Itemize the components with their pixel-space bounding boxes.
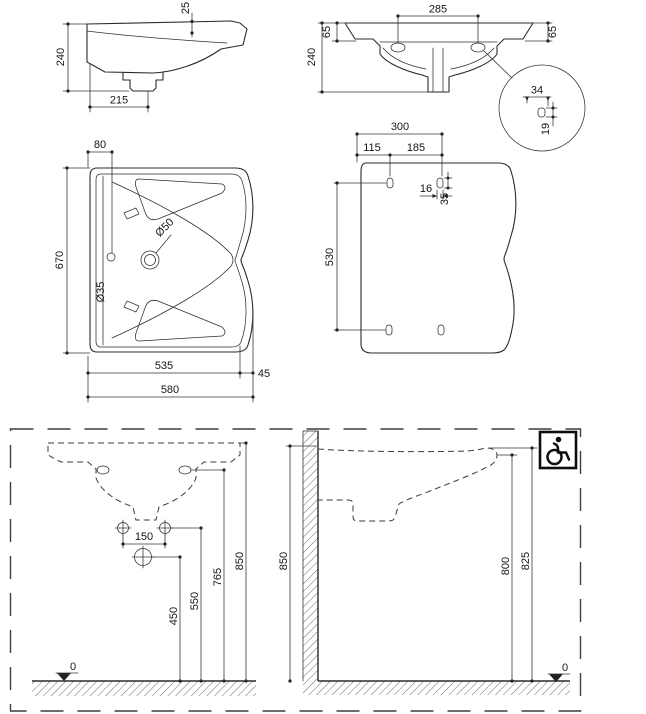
installation-section: 150 450 550 765 850 0 [9,428,582,712]
dim-label-flange-65-right: 65 [547,26,559,38]
tap-hole-left [390,42,406,53]
drain-leader [155,234,172,254]
fixing-slot-top-right [436,177,444,189]
plan-view: Ø50 Ø35 80 670 535 45 580 [54,139,270,403]
installation-side-dimensions: 850 800 825 [278,444,538,683]
installation-front-view: 150 450 550 765 850 0 [32,441,256,696]
dim-label-slot-35: 35 [439,193,451,205]
dim-label-rim-850: 850 [278,552,290,570]
dim-label-tap-offset-80: 80 [94,139,106,151]
detail-circle [498,64,586,152]
wall-back-line [302,430,319,682]
basin-side-inner-rim [86,30,228,44]
basin-side-outline [86,20,248,74]
detail-dimensions: 34 19 [522,85,558,135]
dim-label-waist-45: 45 [258,368,270,380]
side-view: 25 240 215 [55,2,248,113]
dim-label-drain-450: 450 [168,607,180,625]
underside-view: 300 115 185 16 35 530 [324,121,517,354]
tap-hole-right [178,465,192,475]
floor-hatch-left [32,681,256,696]
front-view: 285 65 240 65 [306,4,559,94]
tap-hole-left [96,465,110,475]
dim-label-left-115: 115 [363,142,381,154]
dim-label-slot-19: 19 [540,123,552,135]
drain-hole-inner [144,254,156,266]
detail-fixing-slot [537,107,546,118]
waste-connection [131,545,155,569]
wall-hatch [303,431,318,681]
fixing-slot-bottom-right [437,324,445,336]
dim-label-vertical-530: 530 [324,248,336,266]
dim-label-tap-dia-35: Ø35 [95,282,107,303]
datum-label: 0 [562,662,568,674]
dim-label-height-240: 240 [55,48,67,66]
basin-plan-outline [89,167,254,353]
dim-label-right-185: 185 [407,142,425,154]
soap-ledge-bottom [135,299,226,342]
basin-underside-outline [360,162,517,354]
datum-marker-left: 0 [55,661,79,681]
installation-side-view: 850 800 825 0 [278,430,578,695]
detail-leader-line [483,50,513,79]
dim-label-rim-850: 850 [234,552,246,570]
dim-label-flange-65-left: 65 [321,26,333,38]
dim-label-spacing-285: 285 [429,4,447,16]
plan-view-dimensions: 80 670 535 45 580 [54,139,270,403]
dim-label-height-240: 240 [306,48,318,66]
drain-hole-outer [140,250,160,270]
fixing-slot-top-left [386,177,394,189]
dim-label-drain-offset-215: 215 [110,95,128,107]
dim-label-depth-670: 670 [54,251,66,269]
soap-ledge-top [135,178,226,221]
detail-circle-view: 34 19 [498,64,586,152]
wheelchair-icon [538,430,578,470]
dim-label-supply-150: 150 [135,531,153,543]
basin-front-outline [344,22,534,93]
installation-border [9,428,582,712]
basin-plan-inner-rim [95,173,247,348]
fixing-slot-bottom-left [385,324,393,336]
tap-hole-right [470,42,486,53]
dim-label-span-300: 300 [391,121,409,133]
basin-front-inner-lines [379,41,498,93]
dim-label-slot-16: 16 [420,183,432,195]
tap-hole-plan [106,252,116,262]
dim-label-width-580: 580 [161,384,179,396]
dim-label-fixing-765: 765 [212,568,224,586]
basin-silhouette-side [317,447,498,522]
basin-side-trap [122,72,164,92]
basin-silhouette-front [47,442,241,521]
datum-label: 0 [70,661,76,673]
overflow-slots [123,207,140,313]
bowl-edge-lines [111,181,234,339]
supply-connections [114,519,174,537]
side-view-dimensions: 25 240 215 [55,2,194,113]
front-view-dimensions: 285 65 240 65 [306,4,559,94]
dim-label-front-800: 800 [500,557,512,575]
installation-front-dimensions: 150 450 550 765 850 [121,441,248,683]
dim-label-top-825: 825 [520,552,532,570]
floor-hatch-right [303,681,570,695]
dim-label-drain-dia-50: Ø50 [153,216,176,239]
dim-label-width-535: 535 [155,360,173,372]
dim-label-slot-34: 34 [531,85,543,97]
dim-label-supply-550: 550 [189,592,201,610]
dim-label-rim-25: 25 [180,2,192,14]
underside-dimensions: 300 115 185 16 35 530 [324,121,453,332]
datum-marker-right: 0 [547,662,571,682]
